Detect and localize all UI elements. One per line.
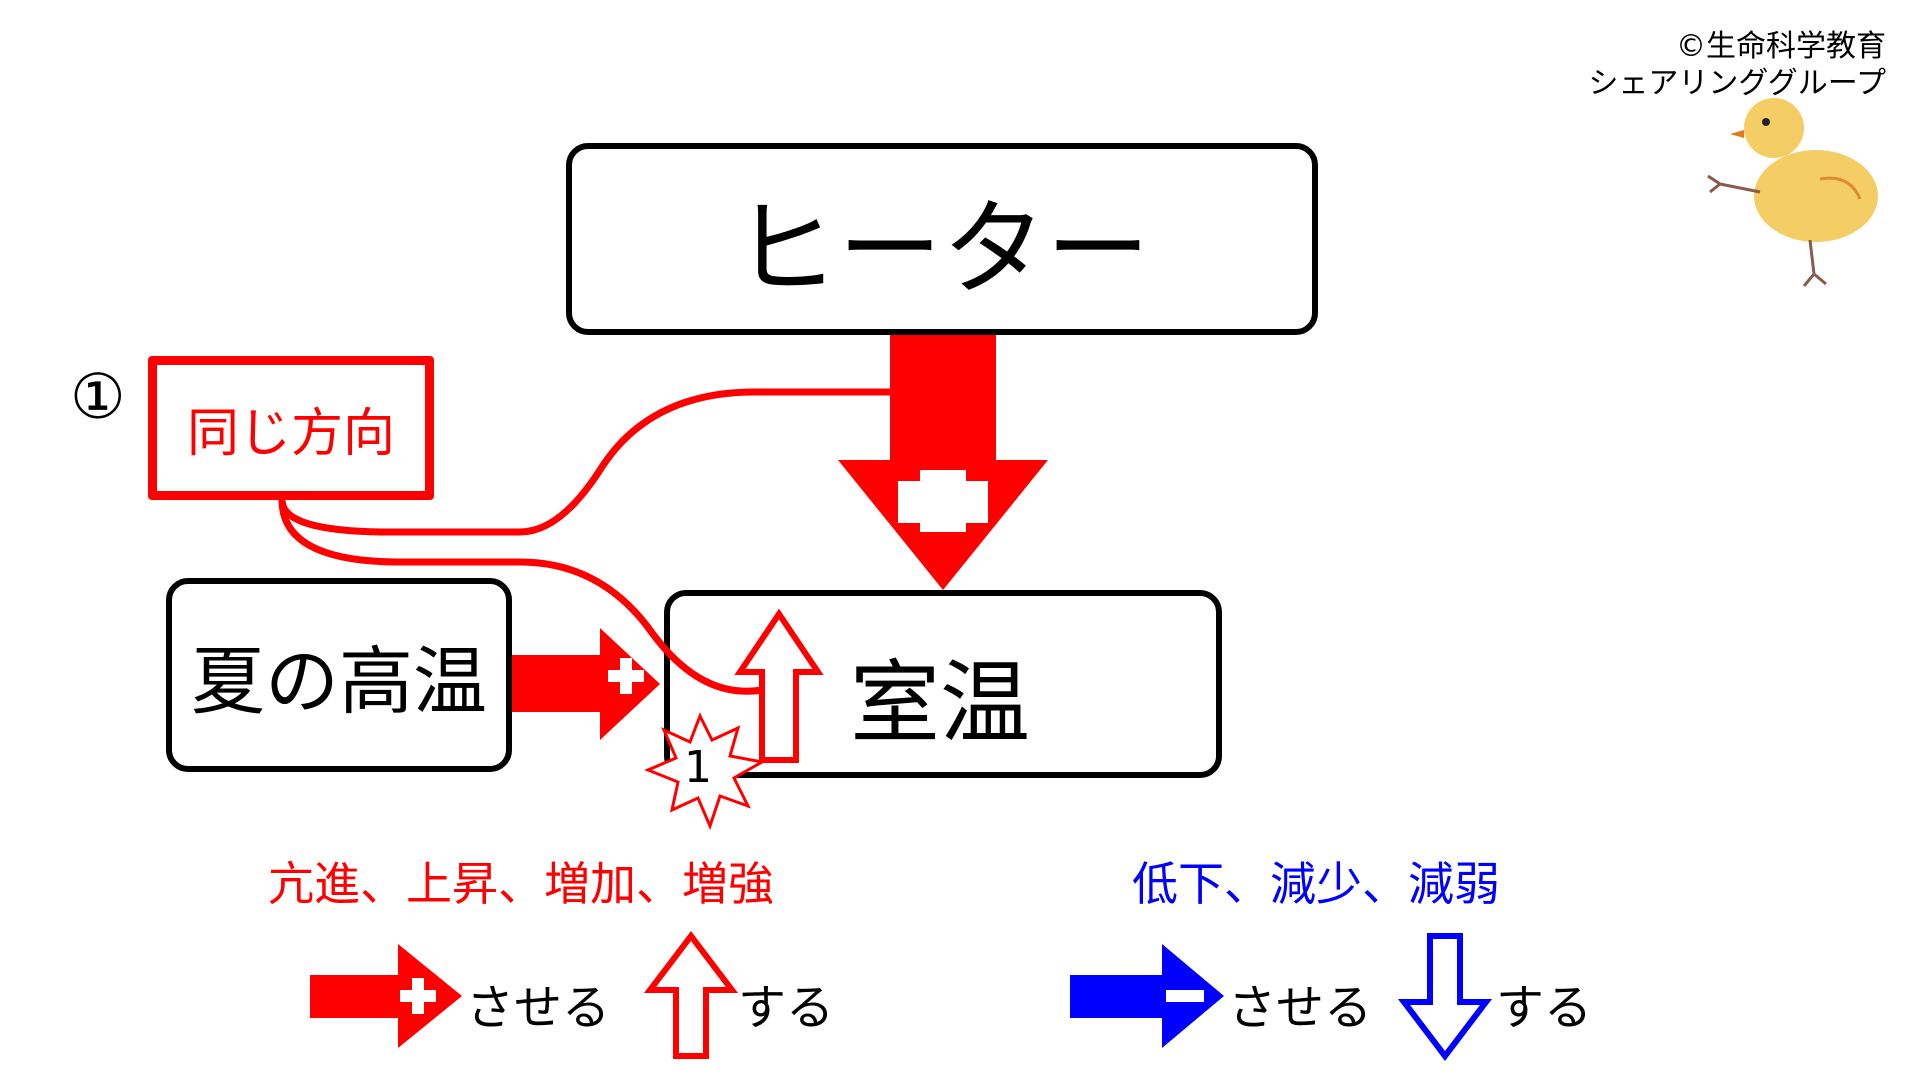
- legend-plus-arrow-icon: [310, 944, 462, 1048]
- chick-illustration: [1707, 98, 1878, 287]
- summer-heat-box: 夏の高温: [166, 578, 512, 772]
- increase-terms: 亢進、上昇、増加、増強: [268, 857, 774, 911]
- same-direction-box: 同じ方向: [148, 356, 434, 500]
- same-direction-label: 同じ方向: [186, 403, 395, 464]
- room-temp-label: 室温: [850, 651, 1030, 756]
- summer-heat-label: 夏の高温: [191, 638, 487, 725]
- credit: ©生命科学教育 シェアリンググループ: [1588, 28, 1886, 102]
- credit-line-2: シェアリンググループ: [1588, 66, 1886, 101]
- do-label-up: する: [738, 980, 835, 1036]
- heater-box: ヒーター: [566, 143, 1318, 335]
- make-label-minus: させる: [1228, 980, 1373, 1036]
- legend-down-arrow-icon: [1397, 933, 1493, 1061]
- legend-up-arrow-icon: [643, 931, 739, 1059]
- summer-plus-arrow-icon: [512, 628, 660, 740]
- circled-number: ①: [70, 360, 126, 433]
- legend-minus-arrow-icon: [1070, 944, 1224, 1048]
- credit-line-1: ©生命科学教育: [1676, 29, 1886, 64]
- decrease-terms: 低下、減少、減弱: [1132, 857, 1500, 911]
- heater-label: ヒーター: [733, 187, 1150, 310]
- do-label-down: する: [1496, 980, 1593, 1036]
- heater-plus-arrow-icon: [838, 335, 1048, 590]
- star-number: 1: [684, 742, 712, 793]
- make-label-plus: させる: [466, 980, 611, 1036]
